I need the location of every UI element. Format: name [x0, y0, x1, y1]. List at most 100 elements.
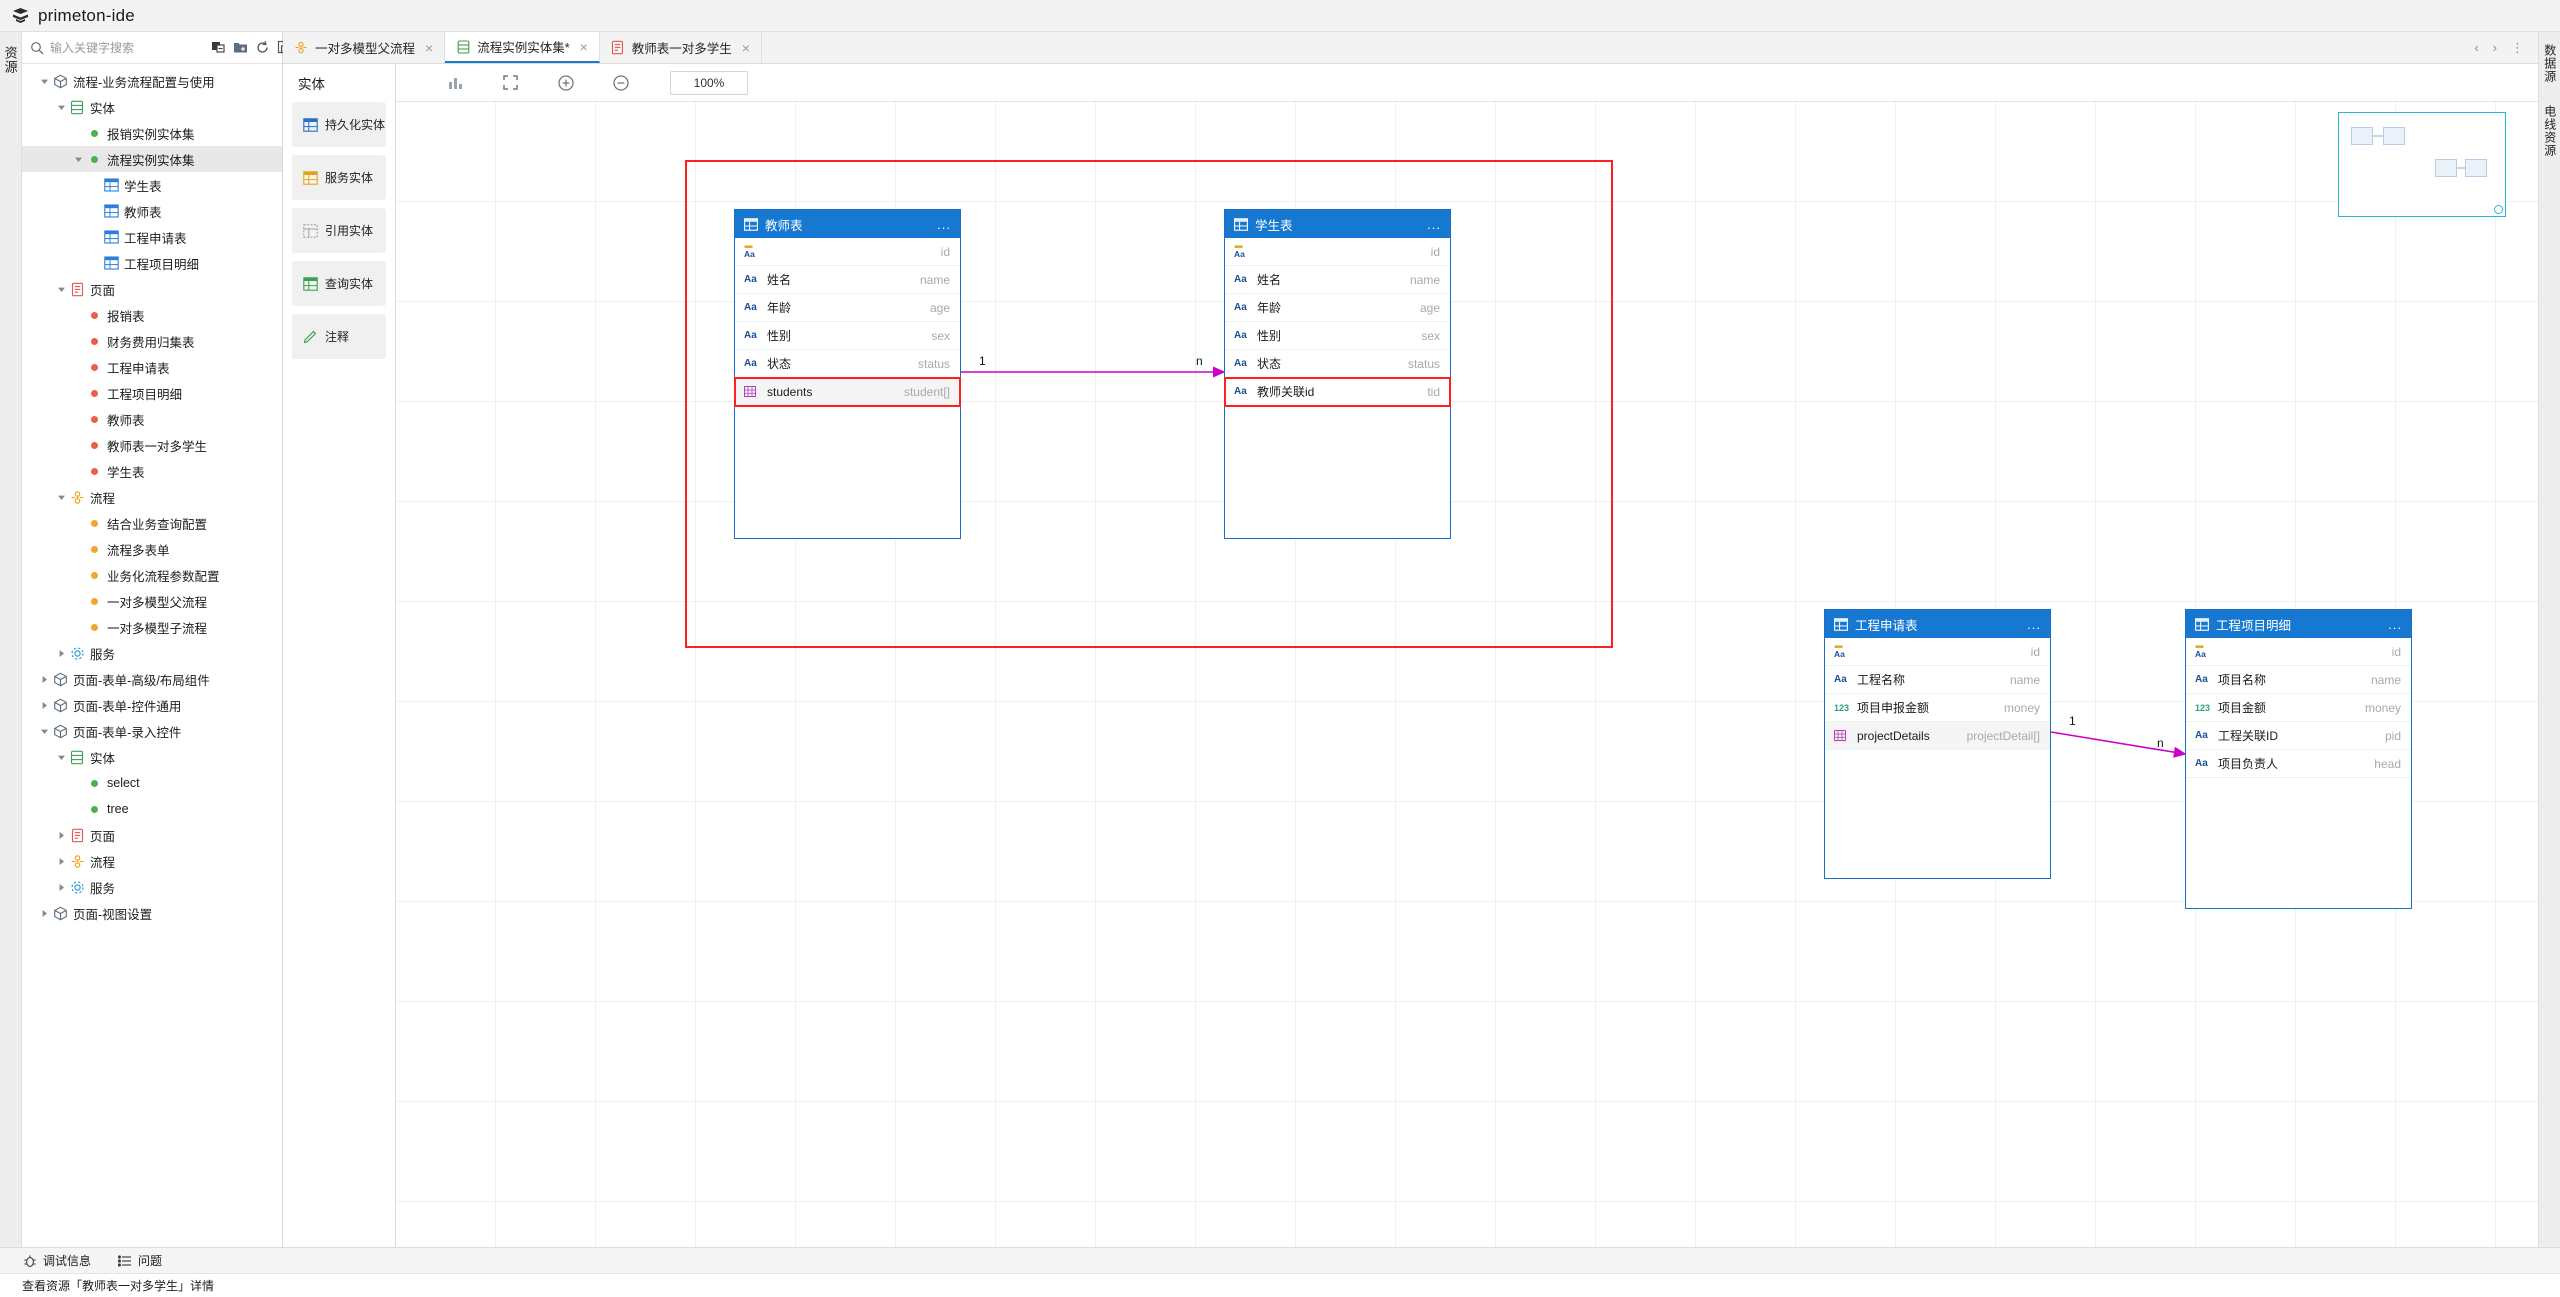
- tree-item-30[interactable]: 流程: [22, 848, 282, 874]
- chevron-right-icon[interactable]: [55, 829, 67, 841]
- tree-item-9[interactable]: 报销表: [22, 302, 282, 328]
- resource-tree[interactable]: 流程-业务流程配置与使用实体报销实例实体集流程实例实体集学生表教师表工程申请表工…: [22, 64, 282, 1247]
- tree-item-26[interactable]: 实体: [22, 744, 282, 770]
- right-activity-strip[interactable]: 数据源 电线资源: [2538, 32, 2560, 1247]
- palette-item-0[interactable]: 持久化实体: [292, 102, 386, 147]
- tab-next-icon[interactable]: ›: [2492, 40, 2497, 55]
- tree-item-15[interactable]: 学生表: [22, 458, 282, 484]
- left-strip-label[interactable]: 资源: [2, 46, 18, 74]
- chevron-right-icon[interactable]: [55, 855, 67, 867]
- right-strip-label-wire[interactable]: 电线资源: [2542, 105, 2557, 157]
- minimap-resize-handle[interactable]: [2494, 205, 2503, 214]
- entity-card-header[interactable]: 学生表...: [1225, 210, 1450, 238]
- tree-item-22[interactable]: 服务: [22, 640, 282, 666]
- chevron-right-icon[interactable]: [38, 673, 50, 685]
- editor-tab-0[interactable]: 一对多模型父流程×: [283, 32, 446, 63]
- tab-prev-icon[interactable]: ‹: [2474, 40, 2479, 55]
- tree-item-32[interactable]: 页面-视图设置: [22, 900, 282, 926]
- palette-item-2[interactable]: 引用实体: [292, 208, 386, 253]
- zoom-in-icon[interactable]: [538, 64, 593, 102]
- tree-item-12[interactable]: 工程项目明细: [22, 380, 282, 406]
- entity-card-header[interactable]: 教师表...: [735, 210, 960, 238]
- tree-item-18[interactable]: 流程多表单: [22, 536, 282, 562]
- tree-item-31[interactable]: 服务: [22, 874, 282, 900]
- editor-tab-2[interactable]: 教师表一对多学生×: [600, 32, 762, 63]
- tree-item-20[interactable]: 一对多模型父流程: [22, 588, 282, 614]
- tree-item-17[interactable]: 结合业务查询配置: [22, 510, 282, 536]
- chevron-down-icon[interactable]: [38, 75, 50, 87]
- tree-item-14[interactable]: 教师表一对多学生: [22, 432, 282, 458]
- tree-item-16[interactable]: 流程: [22, 484, 282, 510]
- tree-item-2[interactable]: 报销实例实体集: [22, 120, 282, 146]
- fit-screen-icon[interactable]: [483, 64, 538, 102]
- new-folder-icon[interactable]: [233, 40, 248, 55]
- zoom-level-field[interactable]: 100%: [670, 70, 748, 95]
- tree-item-11[interactable]: 工程申请表: [22, 354, 282, 380]
- tab-nav-controls[interactable]: ‹ › ⋮: [2460, 32, 2538, 63]
- tree-item-23[interactable]: 页面-表单-高级/布局组件: [22, 666, 282, 692]
- tree-item-8[interactable]: 页面: [22, 276, 282, 302]
- tree-item-29[interactable]: 页面: [22, 822, 282, 848]
- tab-close-icon[interactable]: ×: [579, 38, 588, 55]
- entity-card-menu-icon[interactable]: ...: [2388, 616, 2402, 632]
- entity-card-menu-icon[interactable]: ...: [1427, 216, 1441, 232]
- tree-item-10[interactable]: 财务费用归集表: [22, 328, 282, 354]
- tree-item-3[interactable]: 流程实例实体集: [22, 146, 282, 172]
- tab-menu-icon[interactable]: ⋮: [2511, 39, 2524, 55]
- chevron-down-icon[interactable]: [55, 283, 67, 295]
- tree-item-5[interactable]: 教师表: [22, 198, 282, 224]
- entity-card-header[interactable]: 工程项目明细...: [2186, 610, 2411, 638]
- chevron-down-icon[interactable]: [55, 101, 67, 113]
- entity-card-menu-icon[interactable]: ...: [2027, 616, 2041, 632]
- tree-item-13[interactable]: 教师表: [22, 406, 282, 432]
- chart-icon[interactable]: [428, 64, 483, 102]
- chevron-down-icon[interactable]: [72, 153, 84, 165]
- chevron-right-icon[interactable]: [55, 881, 67, 893]
- tree-item-24[interactable]: 页面-表单-控件通用: [22, 692, 282, 718]
- tree-item-7[interactable]: 工程项目明细: [22, 250, 282, 276]
- tree-item-21[interactable]: 一对多模型子流程: [22, 614, 282, 640]
- palette-item-3[interactable]: 查询实体: [292, 261, 386, 306]
- search-input[interactable]: [50, 40, 205, 55]
- refresh-icon[interactable]: [255, 40, 270, 55]
- tree-item-28[interactable]: tree: [22, 796, 282, 822]
- tree-item-0[interactable]: 流程-业务流程配置与使用: [22, 68, 282, 94]
- zoom-out-icon[interactable]: [593, 64, 648, 102]
- tree-item-27[interactable]: select: [22, 770, 282, 796]
- minimap[interactable]: [2338, 112, 2506, 217]
- tree-item-25[interactable]: 页面-表单-录入控件: [22, 718, 282, 744]
- editor-tab-1[interactable]: 流程实例实体集*×: [445, 32, 600, 63]
- chevron-down-icon[interactable]: [55, 491, 67, 503]
- right-strip-label-datasource[interactable]: 数据源: [2542, 44, 2557, 83]
- tab-close-icon[interactable]: ×: [425, 39, 434, 56]
- chevron-right-icon[interactable]: [38, 907, 50, 919]
- bottom-panel-item-0[interactable]: 调试信息: [22, 1252, 91, 1269]
- entity-card-menu-icon[interactable]: ...: [937, 216, 951, 232]
- entity-card-header[interactable]: 工程申请表...: [1825, 610, 2050, 638]
- tree-item-6[interactable]: 工程申请表: [22, 224, 282, 250]
